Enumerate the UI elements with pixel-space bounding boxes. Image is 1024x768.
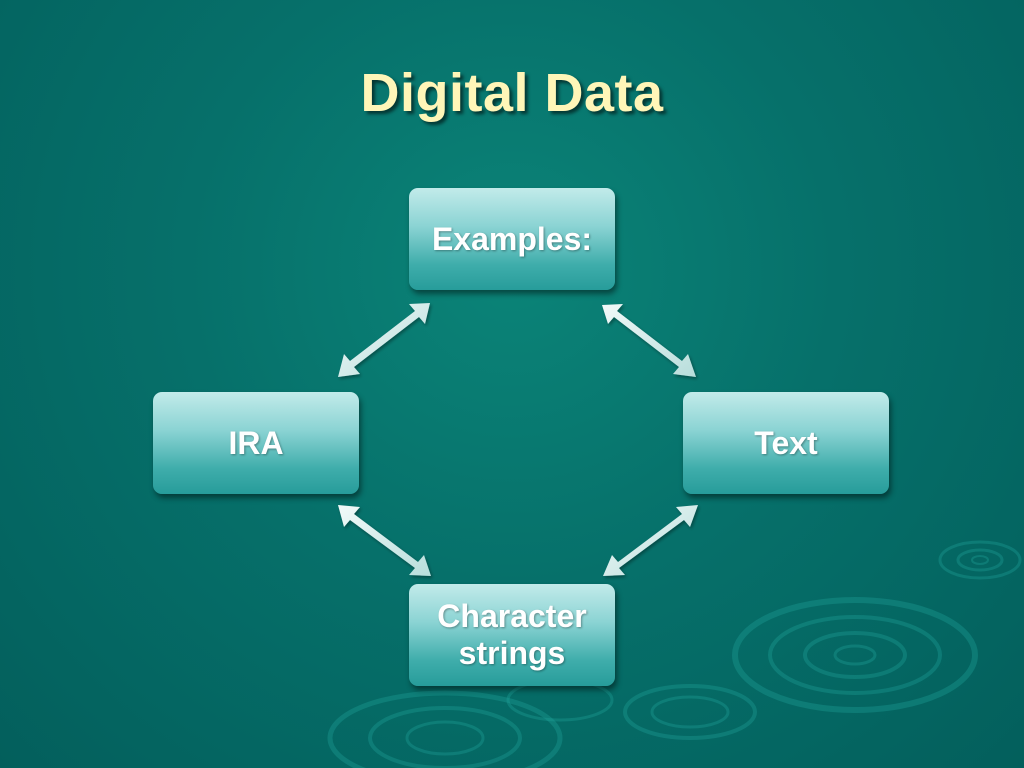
node-character-strings: Character strings [409, 584, 615, 686]
arrow-top-left [338, 303, 430, 377]
node-character-strings-label: Character strings [437, 598, 587, 671]
node-examples-label: Examples: [431, 220, 593, 257]
arrow-right-bottom [603, 505, 698, 576]
slide-title: Digital Data [360, 63, 664, 123]
node-ira: IRA [153, 392, 359, 494]
node-ira-label: IRA [228, 424, 284, 461]
arrow-top-right [602, 304, 696, 377]
node-text-label: Text [754, 424, 818, 461]
node-examples: Examples: [409, 188, 615, 290]
arrow-left-bottom [338, 505, 431, 576]
node-text: Text [683, 392, 889, 494]
